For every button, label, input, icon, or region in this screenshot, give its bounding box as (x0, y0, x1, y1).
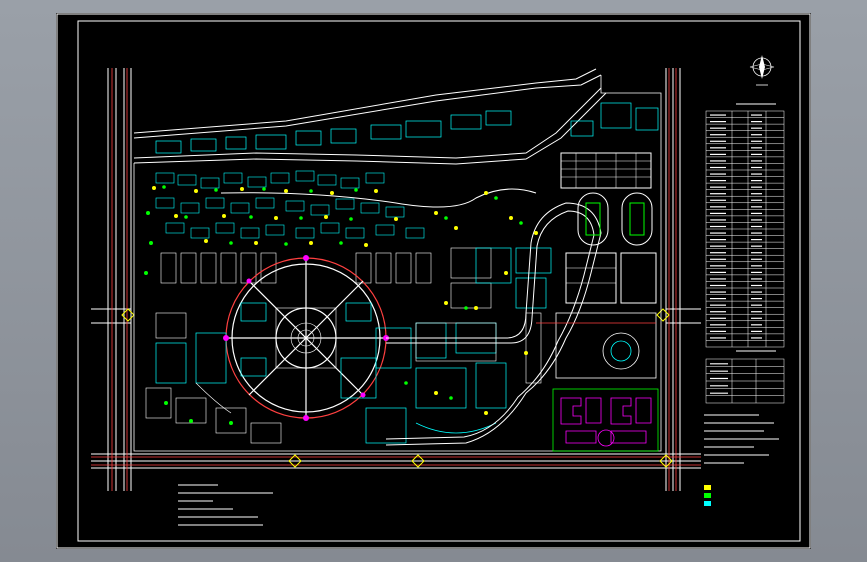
ring-buildings (155, 302, 377, 399)
landmark-points (434, 191, 538, 415)
east-plaza (536, 312, 657, 379)
north-east-blocks (570, 102, 659, 137)
north-boundary-road (133, 68, 607, 165)
campus-site-plan (56, 13, 811, 549)
compass-rose-icon (749, 55, 775, 86)
mid-terraces (160, 247, 492, 309)
landmark-greens (404, 196, 523, 400)
legend-swatches (704, 485, 711, 506)
outer-border (56, 13, 811, 549)
drawing-sheet[interactable] (56, 13, 811, 549)
site-boundary (133, 75, 662, 452)
sports-fields (560, 152, 657, 304)
west-greenery (144, 211, 233, 425)
drawing-notes (178, 414, 779, 526)
north-residential-strip (155, 110, 512, 154)
central-plaza (275, 307, 337, 369)
sports-grid (561, 153, 651, 284)
inner-border (77, 20, 801, 542)
perimeter-roads (91, 68, 701, 491)
legend-table (705, 103, 785, 404)
teaching-highlights (415, 312, 542, 384)
residential-cluster (152, 170, 425, 247)
road-edges (91, 68, 701, 491)
west-campus (145, 312, 282, 444)
campus-main-road (220, 188, 602, 446)
magenta-district (552, 388, 659, 452)
teaching-buildings (365, 247, 552, 444)
